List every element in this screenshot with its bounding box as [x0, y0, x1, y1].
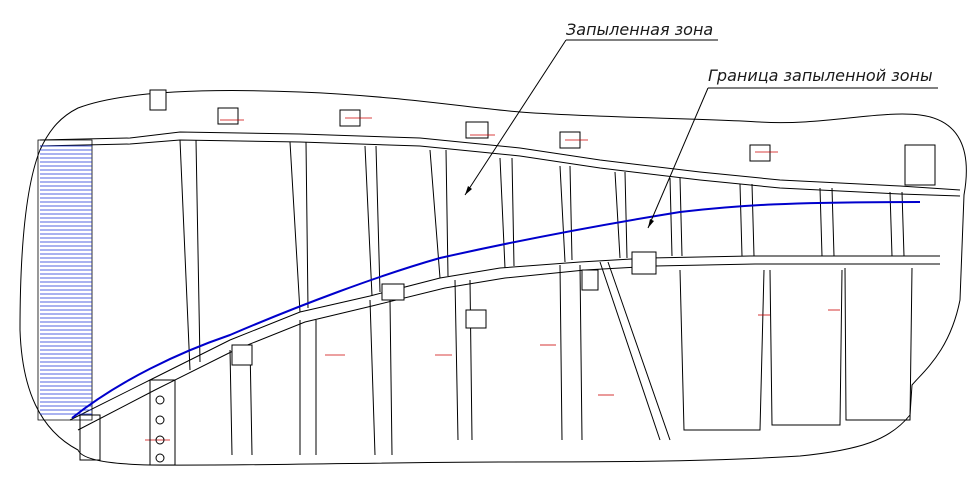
inlet-hatch: [37, 139, 93, 421]
upper-casing: [39, 131, 961, 191]
lower-flowpath-2: [77, 263, 940, 431]
rotor-disks: [229, 261, 913, 456]
leader-arrow-zone: [465, 186, 472, 195]
leader-arrow-boundary: [648, 219, 654, 228]
blade-rows: [179, 139, 905, 371]
dusty-zone-boundary-line: [71, 201, 921, 419]
front-mount: [79, 379, 176, 466]
dusty-zone-label: Запыленная зона: [566, 20, 714, 39]
leader-lines: [464, 39, 938, 229]
outer-contour: [19, 90, 967, 466]
centerlines: [145, 117, 840, 441]
dusty-zone-boundary-label: Граница запыленной зоны: [708, 66, 933, 85]
lower-flowpath: [69, 255, 940, 421]
casing-bolts: [149, 89, 936, 366]
